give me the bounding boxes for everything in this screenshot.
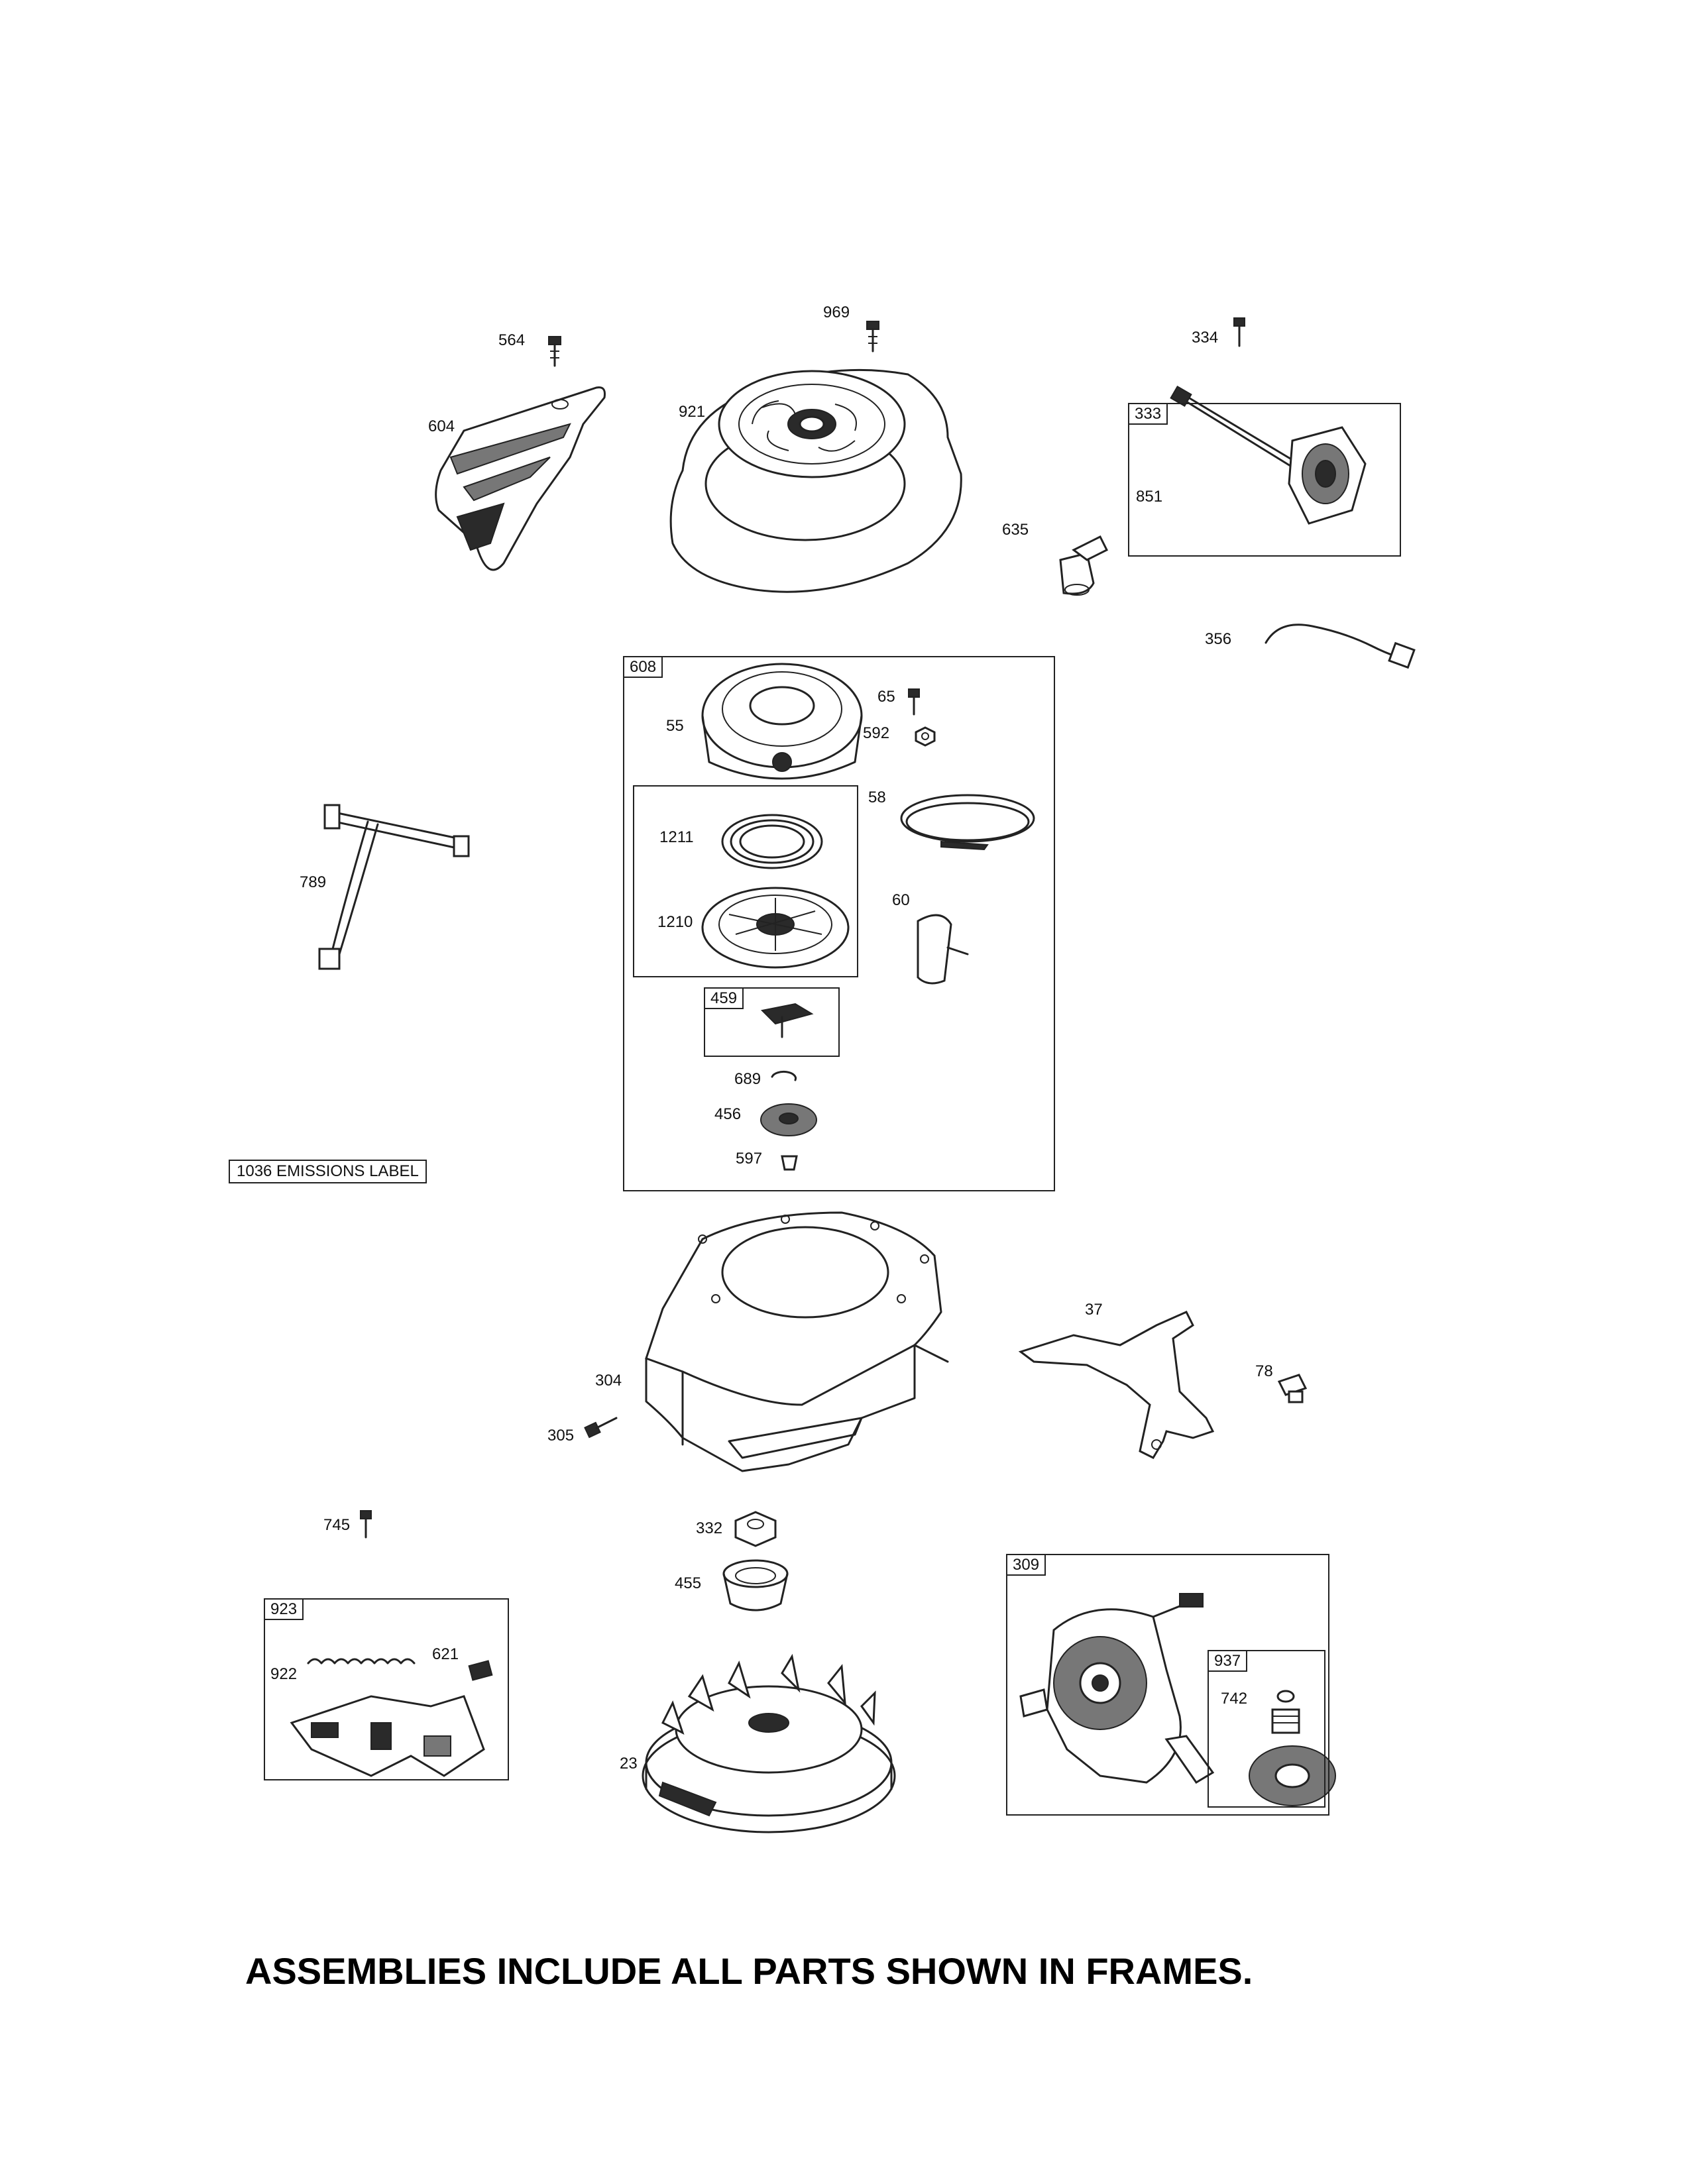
bolt-745-drawing [360, 1510, 372, 1539]
frame-608 [623, 656, 1055, 1191]
frame-tag-459: 459 [704, 987, 744, 1009]
wire-356-drawing [1265, 624, 1416, 669]
part-label-597: 597 [736, 1150, 763, 1168]
emissions-label-box: 1036 EMISSIONS LABEL [229, 1160, 427, 1183]
part-label-689: 689 [734, 1070, 761, 1088]
frame-459 [704, 987, 840, 1057]
bolt-305-drawing [584, 1417, 618, 1439]
part-label-55: 55 [666, 717, 684, 735]
frame-tag-333: 333 [1128, 403, 1168, 425]
frame-923 [264, 1598, 509, 1780]
shield-604-drawing [435, 386, 606, 571]
part-label-1210: 1210 [657, 913, 693, 931]
blower-housing-304-drawing [645, 1211, 949, 1472]
gear-937-drawing [1249, 1690, 1336, 1806]
part-label-60: 60 [892, 891, 910, 909]
blower-housing-921-drawing [669, 368, 962, 593]
frame-tag-608: 608 [623, 656, 663, 678]
part-label-58: 58 [868, 789, 886, 806]
part-label-969: 969 [823, 303, 850, 321]
part-label-922: 922 [270, 1665, 298, 1683]
nut-332-drawing [734, 1511, 777, 1547]
part-label-604: 604 [428, 417, 455, 435]
flywheel-23-drawing [642, 1653, 896, 1833]
part-label-921: 921 [679, 403, 706, 421]
frame-937 [1208, 1650, 1325, 1808]
part-label-592: 592 [863, 724, 890, 742]
part-label-78: 78 [1255, 1362, 1273, 1380]
brake-assembly-923-drawing [290, 1658, 493, 1777]
part-label-332: 332 [696, 1519, 723, 1537]
part-label-1211: 1211 [659, 828, 694, 846]
bolt-564-drawing [548, 336, 561, 367]
part-label-304: 304 [595, 1372, 622, 1390]
part-label-742: 742 [1221, 1690, 1248, 1708]
control-assembly-333-drawing [1170, 385, 1367, 525]
part-label-334: 334 [1192, 329, 1219, 347]
bolt-334-drawing [1233, 317, 1245, 347]
part-label-455: 455 [675, 1574, 702, 1592]
part-label-635: 635 [1002, 521, 1029, 539]
part-label-23: 23 [620, 1755, 638, 1773]
part-label-305: 305 [547, 1427, 575, 1445]
footer-note: ASSEMBLIES INCLUDE ALL PARTS SHOWN IN FR… [245, 1950, 1253, 1992]
part-label-65: 65 [877, 688, 895, 706]
frame-tag-937: 937 [1208, 1650, 1248, 1672]
spark-plug-boot-635-drawing [1059, 535, 1109, 596]
frame-spring-pulley [633, 785, 858, 977]
part-label-621: 621 [432, 1645, 459, 1663]
frame-309 [1006, 1554, 1329, 1816]
rewind-starter-608-drawing [701, 663, 1035, 1171]
bracket-37-drawing [1018, 1311, 1215, 1459]
bolt-969-drawing [866, 321, 879, 353]
frame-tag-923: 923 [264, 1598, 304, 1620]
part-label-356: 356 [1205, 630, 1232, 648]
harness-789-drawing [318, 804, 470, 970]
part-label-851: 851 [1136, 488, 1163, 506]
part-label-745: 745 [323, 1516, 351, 1534]
frame-333 [1128, 403, 1401, 557]
part-label-37: 37 [1085, 1301, 1103, 1319]
part-label-789: 789 [300, 873, 327, 891]
frame-tag-309: 309 [1006, 1554, 1046, 1576]
cup-455-drawing [722, 1559, 789, 1611]
part-label-564: 564 [498, 331, 526, 349]
part-label-456: 456 [714, 1105, 742, 1123]
alternator-309-drawing [1019, 1593, 1215, 1784]
bolt-78-drawing [1277, 1374, 1308, 1403]
